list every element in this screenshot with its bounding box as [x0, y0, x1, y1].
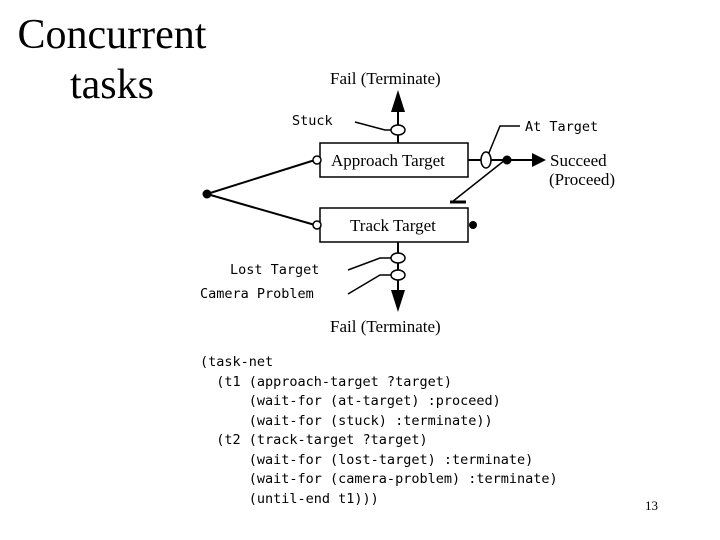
fork-line-upper: [206, 159, 316, 195]
fork-line-lower: [206, 193, 316, 226]
start-node: [202, 189, 212, 199]
fail-bottom-label: Fail (Terminate): [330, 317, 441, 336]
succeed-arrowhead: [532, 153, 546, 167]
slide-title-line1: Concurrent: [17, 12, 207, 58]
lost-target-label: Lost Target: [230, 262, 319, 278]
code-line: (wait-for (camera-problem) :terminate): [200, 471, 558, 487]
at-target-signal-port: [480, 151, 492, 169]
track-end-node: [469, 221, 477, 229]
fail-top-arrowhead: [391, 90, 405, 112]
code-line: (wait-for (at-target) :proceed): [200, 393, 501, 409]
approach-target-label: Approach Target: [331, 151, 445, 170]
lost-target-line: [347, 257, 398, 271]
task-net-code: (task-net (t1 (approach-target ?target) …: [200, 353, 558, 509]
stuck-signal-port: [390, 124, 406, 136]
at-target-label: At Target: [525, 119, 598, 135]
lost-target-signal-port: [390, 252, 406, 264]
page-number: 13: [645, 498, 658, 513]
track-input-port: [312, 220, 322, 230]
at-target-line: [485, 125, 520, 161]
slide-title-line2: tasks: [70, 62, 154, 108]
camera-problem-label: Camera Problem: [200, 286, 314, 302]
approach-input-port: [312, 155, 322, 165]
code-line: (wait-for (stuck) :terminate)): [200, 412, 493, 429]
camera-problem-signal-port: [390, 269, 406, 281]
code-line: (t1 (approach-target ?target): [200, 373, 452, 390]
track-target-label: Track Target: [350, 216, 436, 235]
approach-output-node: [502, 155, 512, 165]
slide-title: Concurrent tasks: [12, 10, 212, 110]
code-line: (task-net: [200, 354, 274, 370]
code-line: (until-end t1))): [200, 490, 379, 507]
fail-top-label: Fail (Terminate): [330, 69, 441, 88]
fail-bottom-arrowhead: [391, 290, 405, 312]
track-to-succeed-line: [451, 159, 506, 203]
stuck-label: Stuck: [292, 113, 333, 129]
code-line: (wait-for (lost-target) :terminate): [200, 451, 534, 468]
camera-problem-line: [347, 274, 398, 295]
code-line: (t2 (track-target ?target): [200, 432, 428, 448]
proceed-label: (Proceed): [549, 170, 615, 189]
succeed-label: Succeed: [550, 151, 607, 170]
